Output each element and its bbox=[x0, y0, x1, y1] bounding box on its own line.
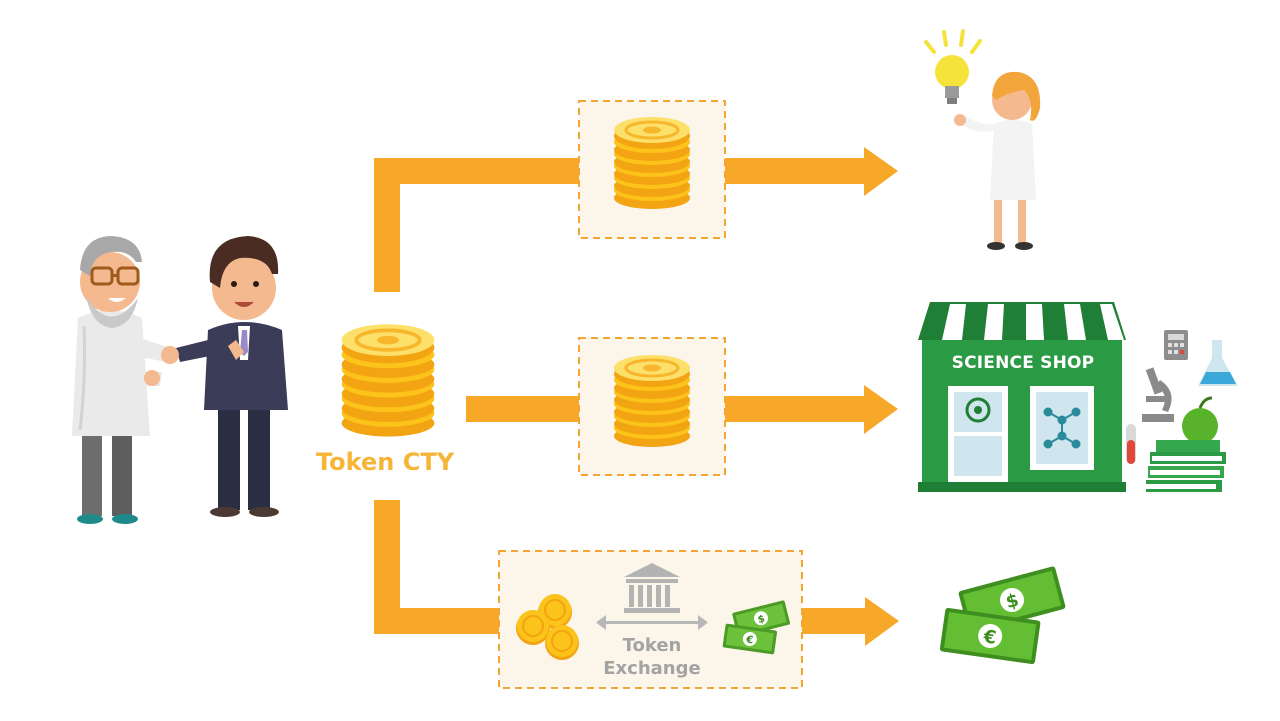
exchange-label-line1: Token bbox=[622, 635, 682, 656]
svg-text:$: $ bbox=[757, 614, 766, 626]
cash-small-icon: $ € bbox=[722, 600, 790, 655]
svg-text:$: $ bbox=[1004, 590, 1022, 614]
coin-stack-icon bbox=[614, 355, 690, 447]
woman-scientist-icon bbox=[954, 71, 1041, 250]
flask-icon bbox=[1198, 340, 1238, 386]
science-shop-icon bbox=[918, 302, 1126, 492]
science-shop-sign: SCIENCE SHOP bbox=[951, 353, 1095, 373]
calculator-icon bbox=[1164, 330, 1188, 360]
microscope-icon bbox=[1142, 367, 1174, 422]
euro-bill-icon: € bbox=[939, 607, 1041, 665]
arrow-mid-head bbox=[864, 385, 898, 434]
books-icon bbox=[1146, 440, 1226, 492]
arrow-top-out bbox=[725, 158, 865, 184]
token-cty-label: Token CTY bbox=[316, 448, 455, 476]
svg-text:€: € bbox=[981, 626, 997, 649]
exchange-label-line2: Exchange bbox=[603, 658, 701, 679]
bank-icon bbox=[624, 563, 680, 613]
arrow-bottom-head bbox=[865, 597, 899, 646]
lightbulb-icon bbox=[924, 29, 982, 104]
arrow-mid-in bbox=[466, 396, 584, 422]
scientist-icon bbox=[72, 236, 170, 524]
token-exchange-label: Token Exchange bbox=[590, 634, 714, 680]
exchange-double-arrow-icon bbox=[596, 615, 708, 630]
test-tube-icon bbox=[1126, 424, 1136, 464]
flow-arrows bbox=[374, 147, 899, 646]
businessman-icon bbox=[161, 236, 288, 517]
arrow-bottom-horizontal bbox=[374, 608, 504, 634]
svg-text:€: € bbox=[744, 634, 753, 646]
arrow-mid-out bbox=[725, 396, 865, 422]
coin-stack-icon bbox=[614, 117, 690, 209]
arrow-top-head bbox=[864, 147, 898, 196]
apple-icon bbox=[1182, 396, 1218, 444]
coin-stack-icon bbox=[339, 322, 437, 437]
arrow-top-horizontal bbox=[374, 158, 584, 184]
coins-cluster-icon bbox=[516, 594, 579, 660]
arrow-bottom-out bbox=[802, 608, 866, 634]
